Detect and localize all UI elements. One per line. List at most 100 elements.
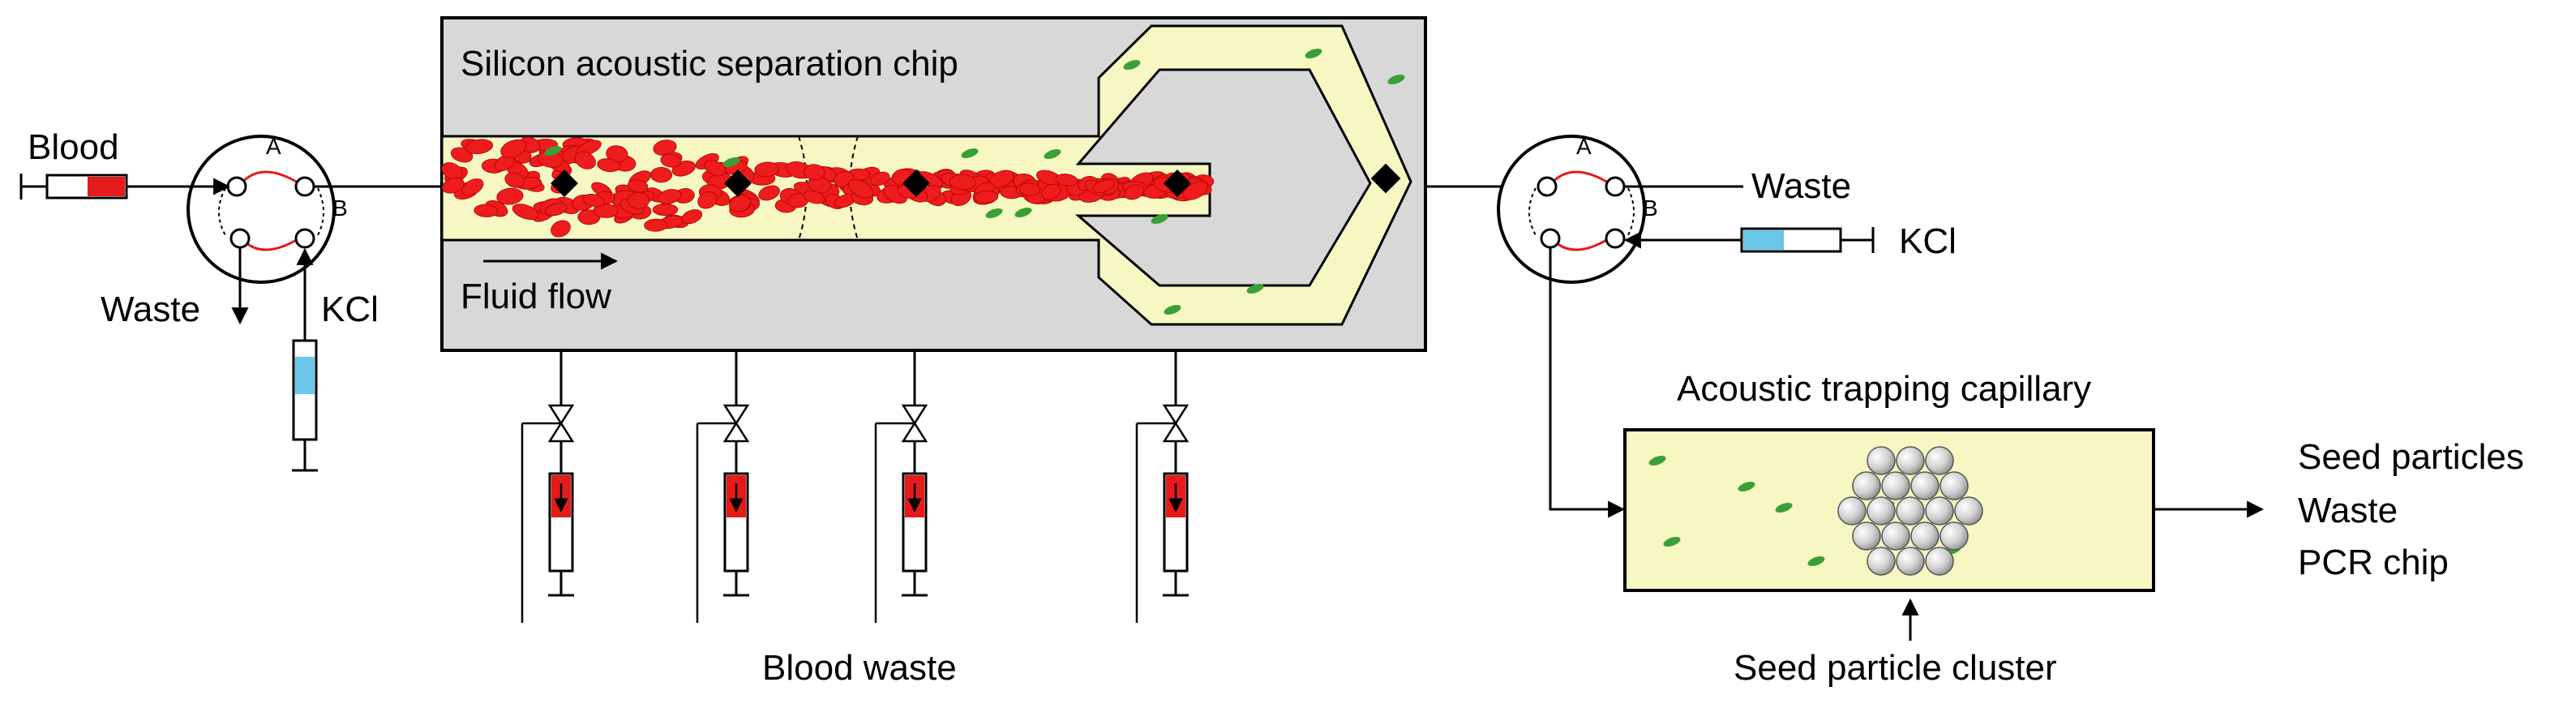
- green-particle: [1246, 283, 1264, 294]
- red-blood-cell: [465, 139, 494, 155]
- red-blood-cell: [758, 185, 780, 201]
- red-blood-cell: [657, 189, 682, 204]
- green-particle: [544, 145, 562, 157]
- valve-to-capillary-line: [1549, 248, 1626, 518]
- green-particle: [1807, 556, 1825, 567]
- valve-top: [547, 404, 575, 426]
- waste-left-label: Waste: [101, 290, 200, 329]
- left-port-4: [294, 228, 315, 249]
- red-blood-cell: [974, 191, 999, 204]
- red-blood-cell: [597, 158, 621, 173]
- separation-chip: Silicon acoustic separation chip Fluid f…: [440, 16, 1427, 352]
- red-blood-cell: [593, 203, 619, 218]
- green-particle: [1014, 207, 1032, 218]
- capillary-title: Acoustic trapping capillary: [1677, 369, 2091, 409]
- red-blood-cell: [551, 220, 571, 238]
- green-particle: [1123, 59, 1141, 71]
- seed-particle: [1896, 547, 1925, 576]
- left-port-1: [226, 176, 247, 197]
- valve-bottom: [547, 421, 575, 443]
- waste-syringe-2: [696, 350, 750, 623]
- red-blood-cell: [1041, 183, 1061, 200]
- red-blood-cell: [681, 209, 703, 225]
- red-blood-cell: [461, 178, 484, 196]
- red-blood-cell: [1018, 182, 1040, 196]
- red-blood-cell: [704, 160, 727, 177]
- seed-particle: [1867, 547, 1896, 576]
- seed-particle: [1881, 471, 1910, 500]
- red-blood-cell: [649, 167, 673, 183]
- seed-particle: [1852, 521, 1881, 551]
- red-blood-cell: [441, 162, 463, 181]
- left-valve-b: B: [332, 195, 348, 221]
- left-port-2: [294, 176, 315, 197]
- seed-particle: [1910, 471, 1940, 500]
- valve-top: [722, 404, 750, 426]
- blood-syringe: [19, 174, 231, 200]
- red-blood-cell: [474, 204, 499, 217]
- green-particle: [1775, 502, 1793, 513]
- waste-right-label: Waste: [1751, 166, 1851, 206]
- kcl-syringe-right: [1623, 227, 1875, 253]
- red-blood-cells: [441, 136, 1215, 238]
- green-particle: [1044, 148, 1061, 160]
- red-blood-cell: [847, 178, 874, 199]
- valve-top: [1162, 404, 1189, 426]
- red-blood-cell: [869, 171, 890, 187]
- red-blood-cell: [644, 218, 668, 232]
- chip-green-particles: [544, 48, 1405, 315]
- kcl-left-label: KCl: [321, 290, 379, 329]
- waste-syringe-4: [1135, 350, 1189, 623]
- green-particle: [1164, 304, 1181, 315]
- seed-particle: [1940, 521, 1969, 551]
- transducer-marker-5: [1370, 163, 1401, 194]
- output-waste: Waste: [2298, 491, 2398, 530]
- right-valve: A B: [1497, 134, 1658, 284]
- red-blood-cell: [754, 161, 779, 178]
- right-port-3: [1540, 228, 1561, 249]
- seed-particle: [1940, 471, 1969, 500]
- seed-particle: [1867, 446, 1896, 475]
- right-valve-b: B: [1643, 195, 1658, 221]
- red-blood-cell: [660, 153, 682, 168]
- seed-particle: [1925, 496, 1954, 526]
- seed-particle: [1925, 547, 1954, 576]
- kcl-left-fill: [295, 357, 315, 394]
- red-blood-cell: [697, 191, 718, 209]
- seed-particle-cluster: [1837, 446, 1983, 576]
- green-particle: [722, 157, 740, 168]
- seed-particle: [1896, 446, 1925, 475]
- seed-particle: [1881, 521, 1910, 551]
- red-blood-cell: [1055, 174, 1078, 187]
- red-blood-cell: [1092, 179, 1115, 193]
- red-blood-cell: [652, 203, 679, 217]
- green-particle: [1663, 536, 1681, 547]
- transducer-marker-3: [902, 169, 930, 197]
- left-valve: A B: [186, 134, 348, 284]
- red-blood-cell: [1182, 181, 1209, 200]
- red-blood-cell: [494, 154, 515, 172]
- transducer-marker-1: [551, 169, 578, 197]
- red-blood-cell: [804, 164, 825, 181]
- green-particle: [1151, 213, 1168, 225]
- green-particle: [961, 148, 979, 159]
- transducer-marker-4: [1164, 169, 1191, 197]
- right-port-2: [1605, 176, 1626, 197]
- red-blood-cell: [1124, 184, 1145, 200]
- seed-particle: [1910, 521, 1940, 551]
- green-particle: [985, 208, 1003, 219]
- seed-particle: [1925, 446, 1954, 475]
- right-valve-a: A: [1576, 134, 1592, 159]
- green-particle: [1305, 48, 1322, 59]
- seed-particle: [1837, 496, 1867, 526]
- seed-cluster-label: Seed particle cluster: [1734, 648, 2057, 688]
- red-blood-cell: [628, 191, 650, 209]
- green-particle: [1738, 481, 1755, 492]
- valve-top: [901, 404, 928, 426]
- seed-particle: [1852, 471, 1881, 500]
- dashed-boundary-2: [849, 135, 859, 241]
- right-port-4: [1605, 228, 1626, 249]
- valve-bottom: [722, 421, 750, 443]
- blood-syringe-fill: [88, 177, 125, 196]
